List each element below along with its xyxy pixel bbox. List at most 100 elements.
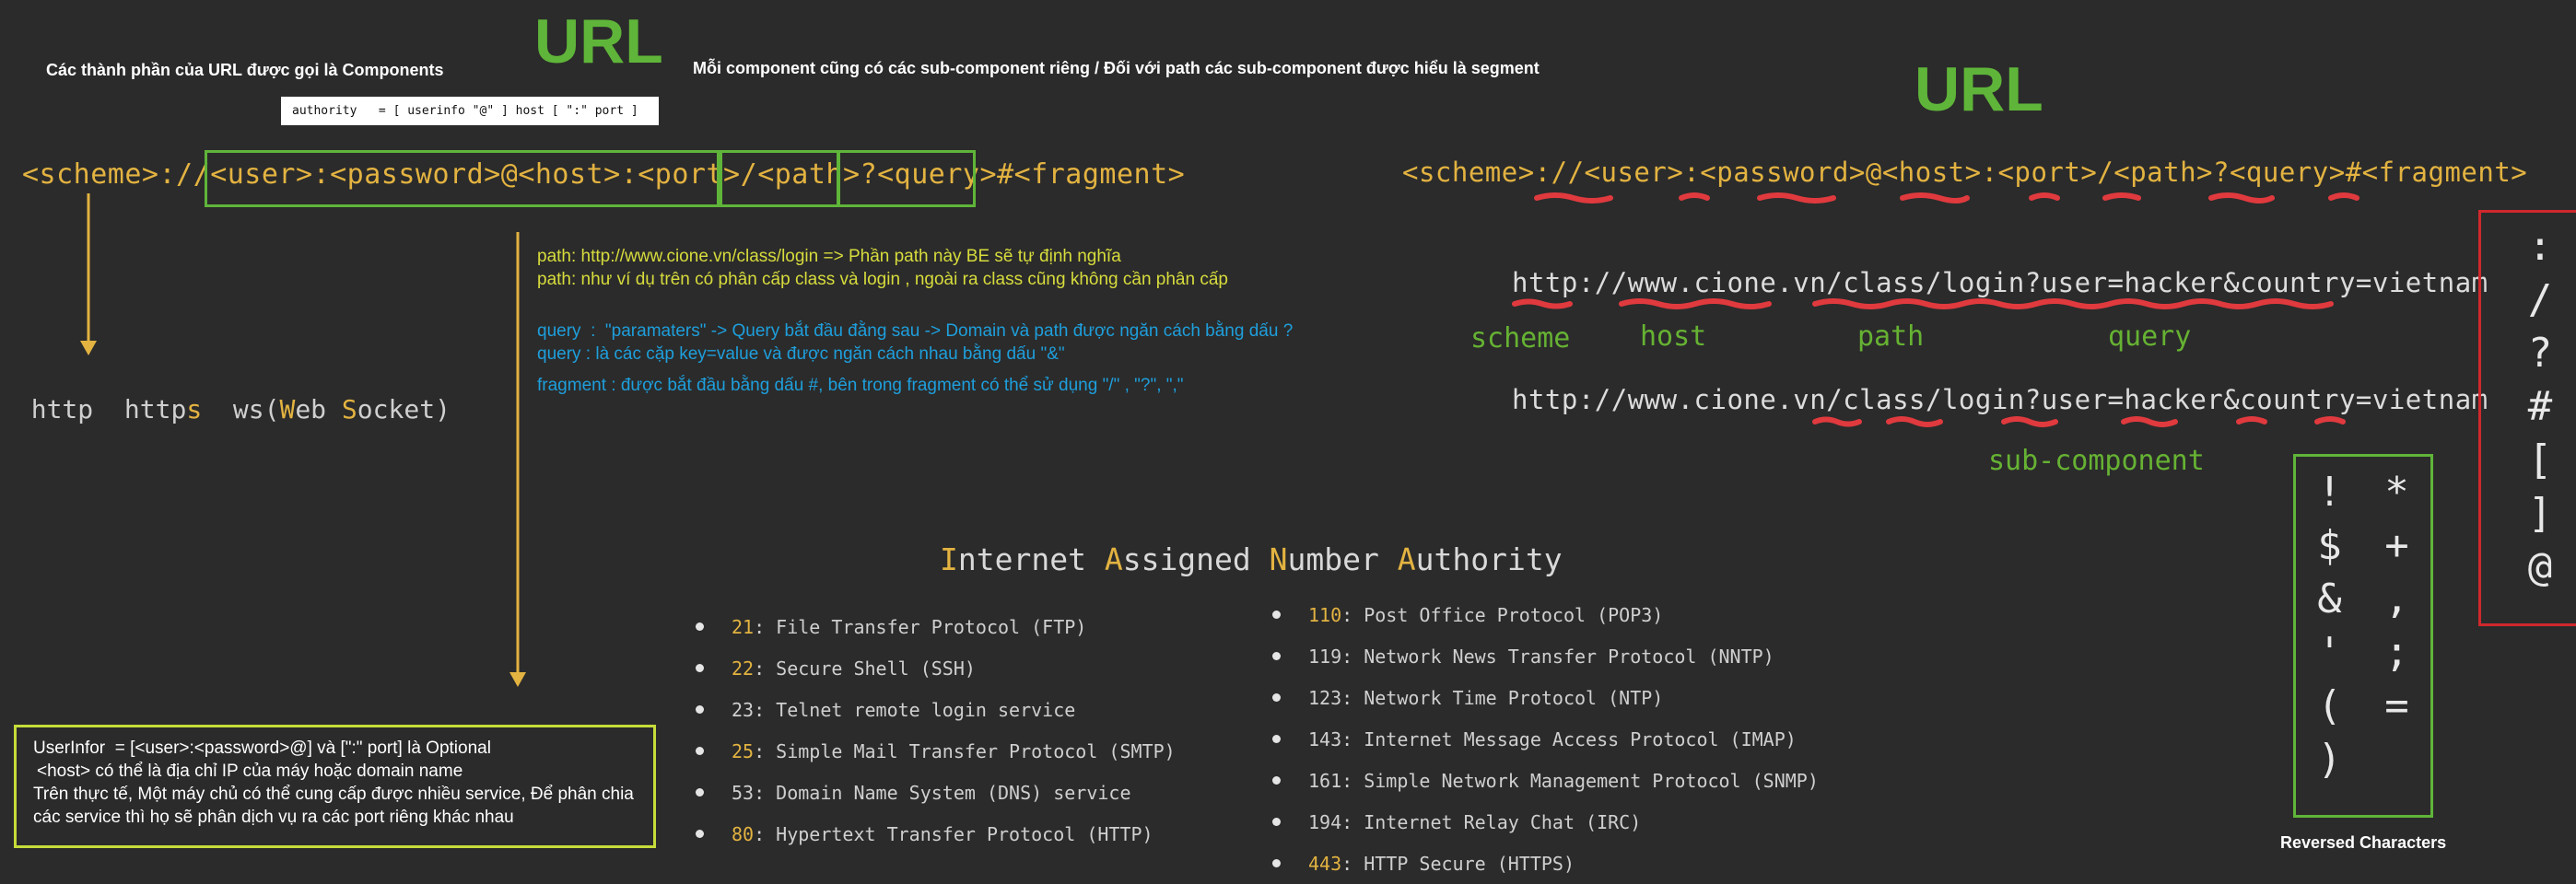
- port-description: : Simple Network Management Protocol (SN…: [1341, 769, 1819, 792]
- port-description: : Post Office Protocol (POP3): [1341, 603, 1664, 626]
- scheme-ws: ws: [232, 394, 264, 425]
- bullet-icon: [1272, 776, 1281, 785]
- left-url-title: URL: [534, 6, 663, 76]
- character-glyph: @: [2527, 543, 2553, 590]
- character-glyph: (: [2317, 682, 2342, 729]
- iana-title-part: A: [1397, 541, 1416, 577]
- port-number: 194: [1308, 810, 1342, 833]
- label-host: host: [1640, 320, 1707, 353]
- character-glyph: !: [2317, 469, 2342, 516]
- path-note-1: path: http://www.cione.vn/class/login =>…: [537, 247, 1121, 266]
- iana-port-list-1: 21: File Transfer Protocol (FTP) 22: Secu…: [696, 606, 1176, 855]
- port-number: 21: [732, 615, 755, 638]
- iana-title: Internet Assigned Number Authority: [940, 541, 1563, 577]
- token-colon: :: [620, 158, 638, 191]
- subcomponent-note: Mỗi component cũng có các sub-component …: [693, 59, 1540, 77]
- query-note-1: query : "paramaters" -> Query bắt đầu đằ…: [537, 321, 1294, 341]
- paren-open: (: [263, 394, 280, 425]
- port-number: 161: [1308, 769, 1342, 792]
- port-number: 443: [1308, 852, 1342, 875]
- example-url-1: http://www.cione.vn/class/login?user=hac…: [1512, 267, 2488, 298]
- iana-title-part: uthority: [1415, 541, 1563, 577]
- query-note-2: query : là các cặp key=value và được ngă…: [537, 344, 1065, 364]
- token-scheme: <scheme>: [22, 158, 159, 191]
- right-url-template: <scheme>://<user>:<password>@<host>:<por…: [1402, 157, 2528, 188]
- bullet-icon: [696, 788, 704, 797]
- info-box: UserInfor = [<user>:<password>@] và [":"…: [14, 725, 656, 848]
- port-list-item: 23: Telnet remote login service: [696, 689, 1176, 730]
- path-note-2: path: như ví dụ trên có phân cấp class v…: [537, 270, 1228, 289]
- character-glyph: ]: [2527, 490, 2553, 537]
- iana-title-part: I: [940, 541, 958, 577]
- port-description: : Hypertext Transfer Protocol (HTTP): [754, 822, 1153, 845]
- port-description: : Telnet remote login service: [754, 698, 1076, 721]
- path-box: [720, 150, 839, 207]
- bullet-icon: [696, 622, 704, 631]
- bullet-icon: [696, 664, 704, 672]
- port-number: 119: [1308, 645, 1342, 668]
- scheme-arrow: [80, 193, 97, 355]
- iana-title-part: ssigned: [1122, 541, 1270, 577]
- label-subcomponent: sub-component: [1988, 445, 2205, 477]
- port-description: : File Transfer Protocol (FTP): [754, 615, 1087, 638]
- scheme-https-base: http: [123, 394, 187, 425]
- iana-title-part: nternet: [957, 541, 1105, 577]
- port-number: 23: [732, 698, 755, 721]
- web-w: W: [279, 394, 296, 425]
- character-glyph: ': [2317, 629, 2342, 676]
- port-list-item: 110: Post Office Protocol (POP3): [1272, 594, 1819, 635]
- example-url-2: http://www.cione.vn/class/login?user=hac…: [1512, 384, 2488, 415]
- scheme-examples: http https ws(Web Socket): [0, 364, 451, 425]
- info-line: <host> có thể là địa chỉ IP của máy hoặc…: [37, 762, 463, 781]
- character-glyph: :: [2527, 223, 2553, 270]
- scheme-https-s: s: [186, 394, 203, 425]
- port-number: 110: [1308, 603, 1342, 626]
- long-arrow: [509, 232, 526, 687]
- port-list-item: 25: Simple Mail Transfer Protocol (SMTP): [696, 730, 1176, 772]
- character-glyph: &: [2317, 576, 2342, 622]
- bullet-icon: [696, 830, 704, 838]
- bullet-icon: [696, 705, 704, 714]
- bullet-icon: [1272, 818, 1281, 826]
- port-description: : Secure Shell (SSH): [754, 657, 976, 680]
- character-glyph: =: [2384, 682, 2409, 729]
- token-question: ?: [860, 158, 878, 191]
- port-number: 53: [732, 781, 755, 804]
- port-list-item: 161: Simple Network Management Protocol …: [1272, 760, 1819, 801]
- token-password: <password>: [330, 158, 501, 191]
- fragment-note: fragment : được bắt đầu bằng dấu #, bên …: [537, 376, 1184, 395]
- character-glyph: #: [2527, 383, 2553, 430]
- reversed-characters-label: Reversed Characters: [2280, 833, 2447, 852]
- info-line: các service thì họ sẽ phân dịch vụ ra cá…: [33, 808, 514, 827]
- token-fragment: <fragment>: [1013, 158, 1186, 191]
- iana-port-list-2: 110: Post Office Protocol (POP3)119: Net…: [1272, 594, 1819, 884]
- info-line: UserInfor = [<user>:<password>@] và [":"…: [33, 739, 491, 758]
- port-description: : Simple Mail Transfer Protocol (SMTP): [754, 739, 1176, 762]
- iana-title-part: A: [1104, 541, 1123, 577]
- character-glyph: +: [2384, 522, 2409, 569]
- example-url-1-underline: [1512, 298, 2334, 309]
- port-number: 22: [732, 657, 755, 680]
- token-sep: ://: [158, 158, 211, 191]
- port-list-item: 53: Domain Name System (DNS) service: [696, 772, 1176, 813]
- right-url-title: URL: [1914, 54, 2043, 124]
- port-description: : Internet Message Access Protocol (IMAP…: [1341, 727, 1797, 750]
- iana-title-part: N: [1269, 541, 1288, 577]
- iana-title-part: umber: [1287, 541, 1398, 577]
- port-description: : Internet Relay Chat (IRC): [1341, 810, 1642, 833]
- subdelims-column-1: !$&'(): [2317, 466, 2342, 815]
- token-query: <query>: [877, 158, 998, 191]
- character-glyph: /: [2527, 276, 2553, 323]
- info-line: Trên thực tế, Một máy chủ có thể cung cấ…: [33, 785, 634, 804]
- label-query: query: [2108, 320, 2192, 353]
- token-hash: #: [997, 158, 1014, 191]
- authority-tooltip-text: authority = [ userinfo "@" ] host [ ":" …: [292, 104, 638, 118]
- scheme-http: http: [30, 394, 94, 425]
- socket-s: S: [341, 394, 357, 425]
- port-list-item: 21: File Transfer Protocol (FTP): [696, 606, 1176, 647]
- port-number: 80: [732, 822, 755, 845]
- character-glyph: ?: [2527, 330, 2553, 377]
- paren-close: ): [435, 394, 451, 425]
- bullet-icon: [1272, 859, 1281, 867]
- port-list-item: 119: Network News Transfer Protocol (NNT…: [1272, 635, 1819, 677]
